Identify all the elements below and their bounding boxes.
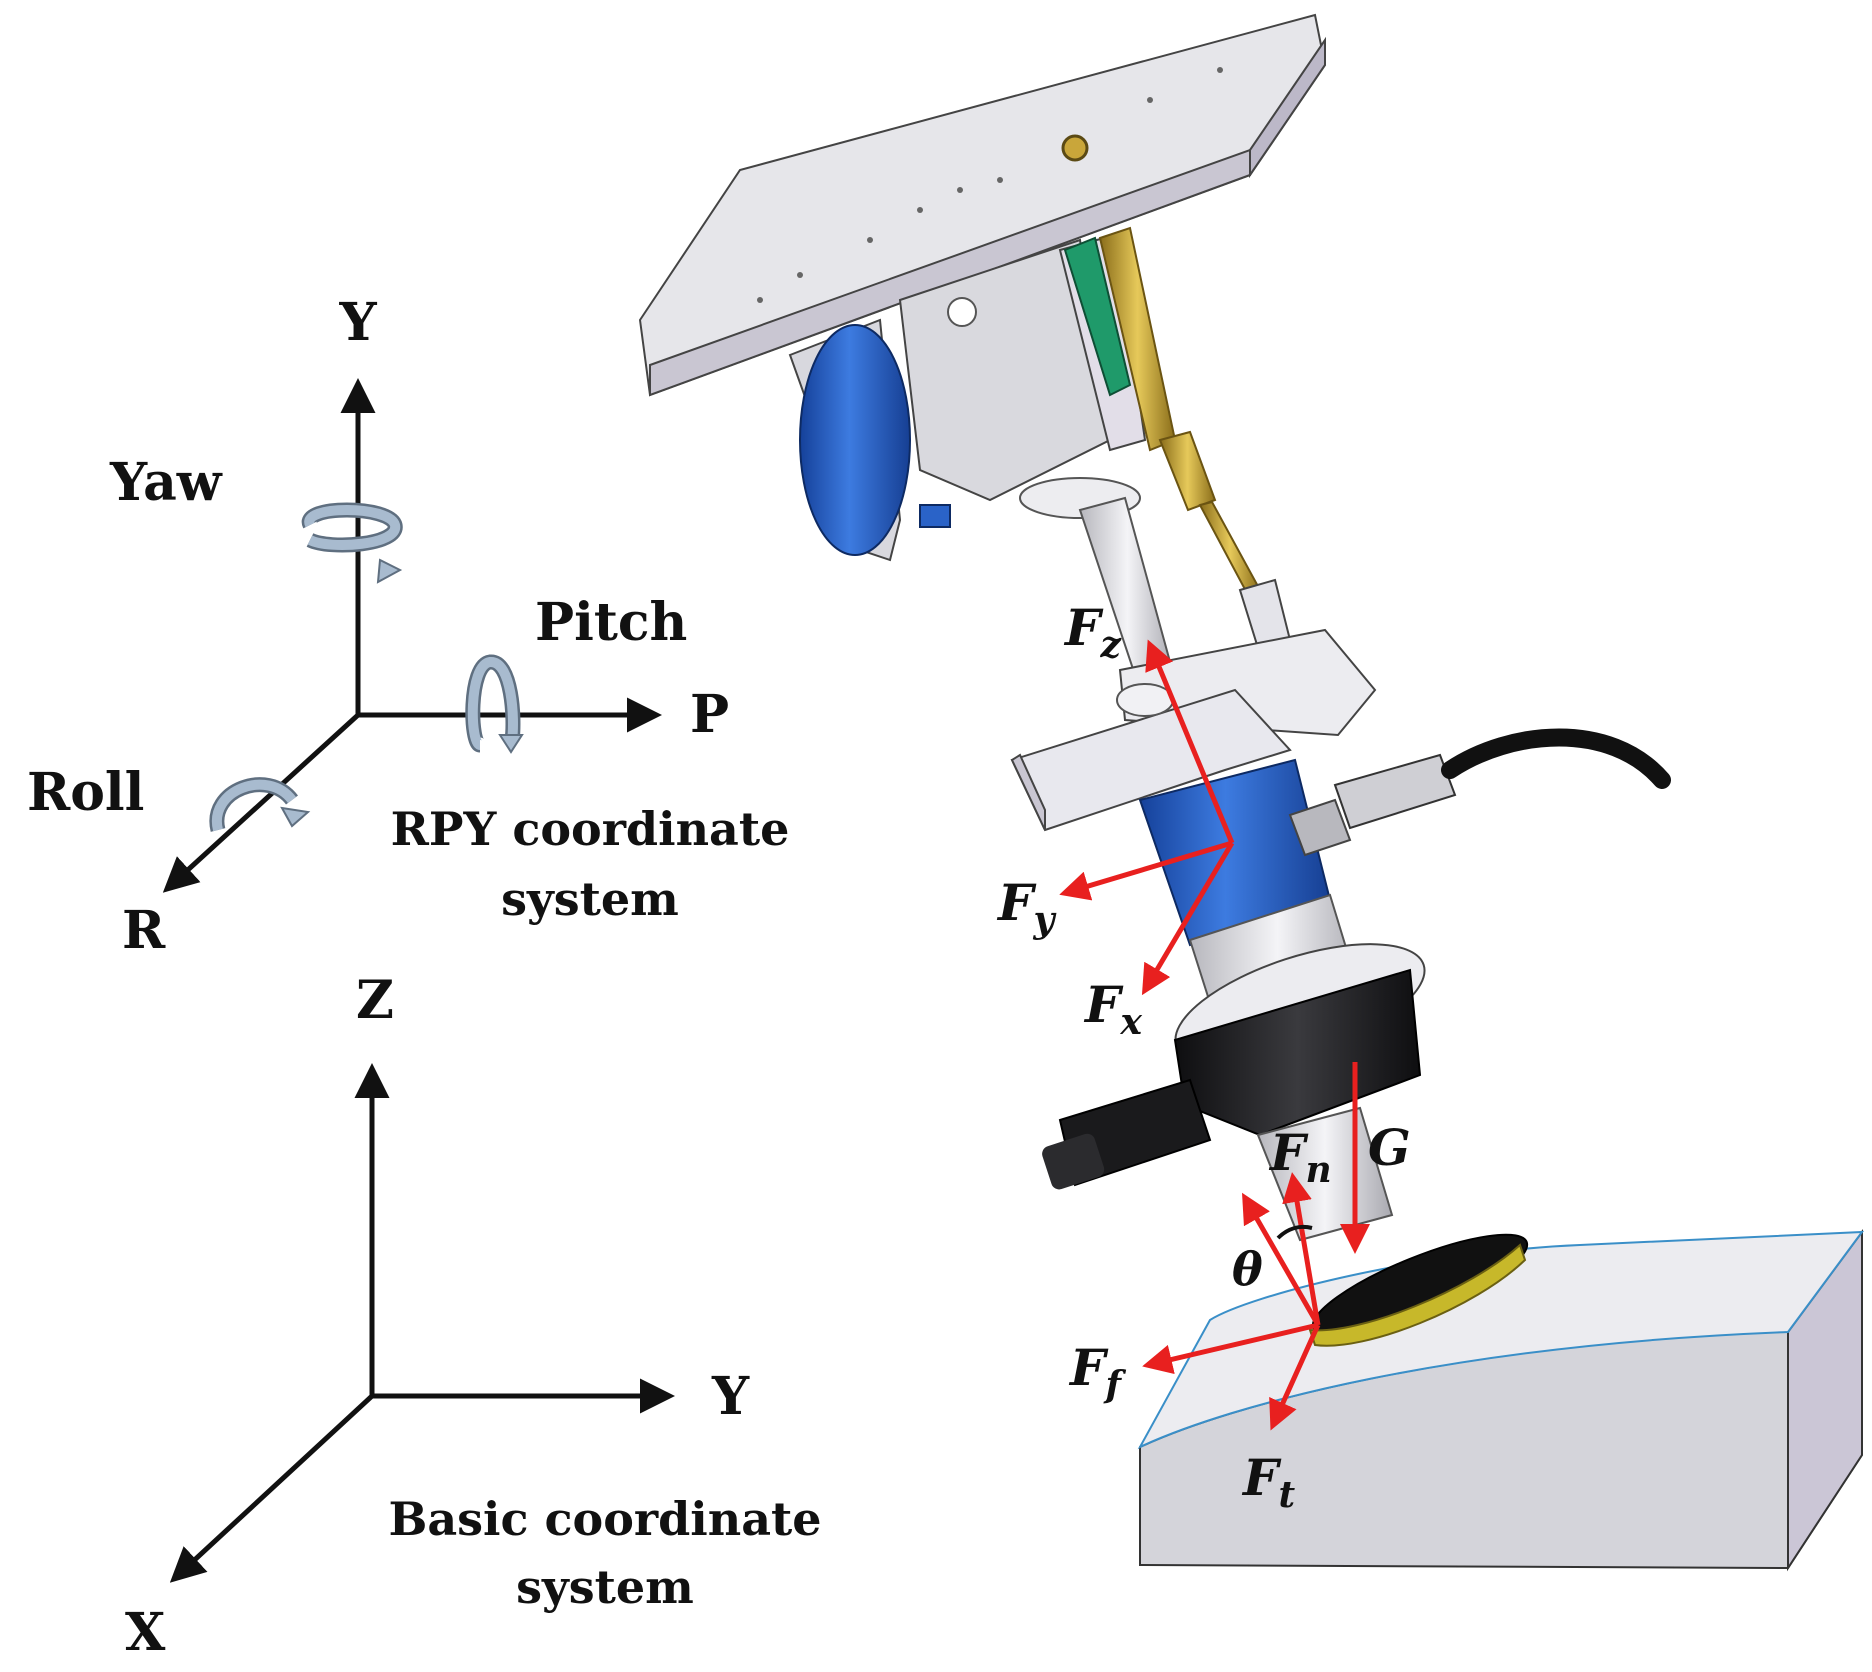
fn-prime-arrow [1242,1192,1321,1327]
basic-x-label: X [125,1602,166,1663]
motor-unit [788,233,1147,562]
ft-arrow [1269,1323,1321,1431]
ft-label: Ft [1241,1448,1296,1516]
yaw-label: Yaw [109,452,223,513]
spindle-shaft [1256,1106,1394,1242]
rpy-r-label: R [122,900,166,961]
green-bracket [1063,236,1132,397]
basic-z-label: Z [356,970,394,1031]
rpy-caption-line2: system [501,872,679,926]
force-vectors [1059,639,1370,1431]
rpy-caption-line1: RPY coordinate [391,802,790,856]
spindle-flange [1042,943,1426,1190]
force-labels: Fz Fy Fx Fn G θ Ff Ft [996,598,1411,1516]
rpy-r-axis [162,713,360,893]
rpy-coordinate-system: Y P R Yaw Pitch Roll RPY coordinate syst… [27,292,789,961]
basic-y-label: Y [711,1366,750,1427]
fy-arrow [1059,840,1233,901]
theta-arc [1276,1224,1313,1240]
roll-rotation-arrow-icon [209,777,311,832]
fz-arrow [1145,639,1235,844]
fx-arrow [1141,841,1235,996]
fx-label: Fx [1083,975,1143,1043]
fn-label: Fn [1268,1123,1332,1191]
theta-label: θ [1232,1242,1263,1296]
brass-cylinder [1098,226,1292,650]
basic-x-axis [169,1394,374,1583]
rpy-y-label: Y [338,292,377,353]
pitch-rotation-arrow-icon [465,654,524,754]
ff-arrow [1142,1322,1319,1375]
sensor-cable [1288,728,1671,857]
ff-label: Ff [1068,1338,1127,1406]
polishing-tool-illustration [638,13,1865,1572]
pitch-label: Pitch [535,592,687,653]
yaw-rotation-arrow-icon [301,502,403,584]
basic-caption-line1: Basic coordinate [388,1492,821,1546]
roll-label: Roll [27,762,144,823]
workpiece [1137,1228,1865,1572]
fn-arrow [1282,1172,1321,1326]
g-label: G [1368,1118,1411,1177]
rpy-p-label: P [690,684,729,745]
fy-label: Fy [996,873,1057,941]
mounting-plate [638,13,1327,397]
fz-label: Fz [1063,598,1123,666]
mid-bracket [1010,628,1377,832]
basic-caption-line2: system [516,1560,694,1614]
basic-coordinate-system: Z Y X Basic coordinate system [125,970,822,1663]
